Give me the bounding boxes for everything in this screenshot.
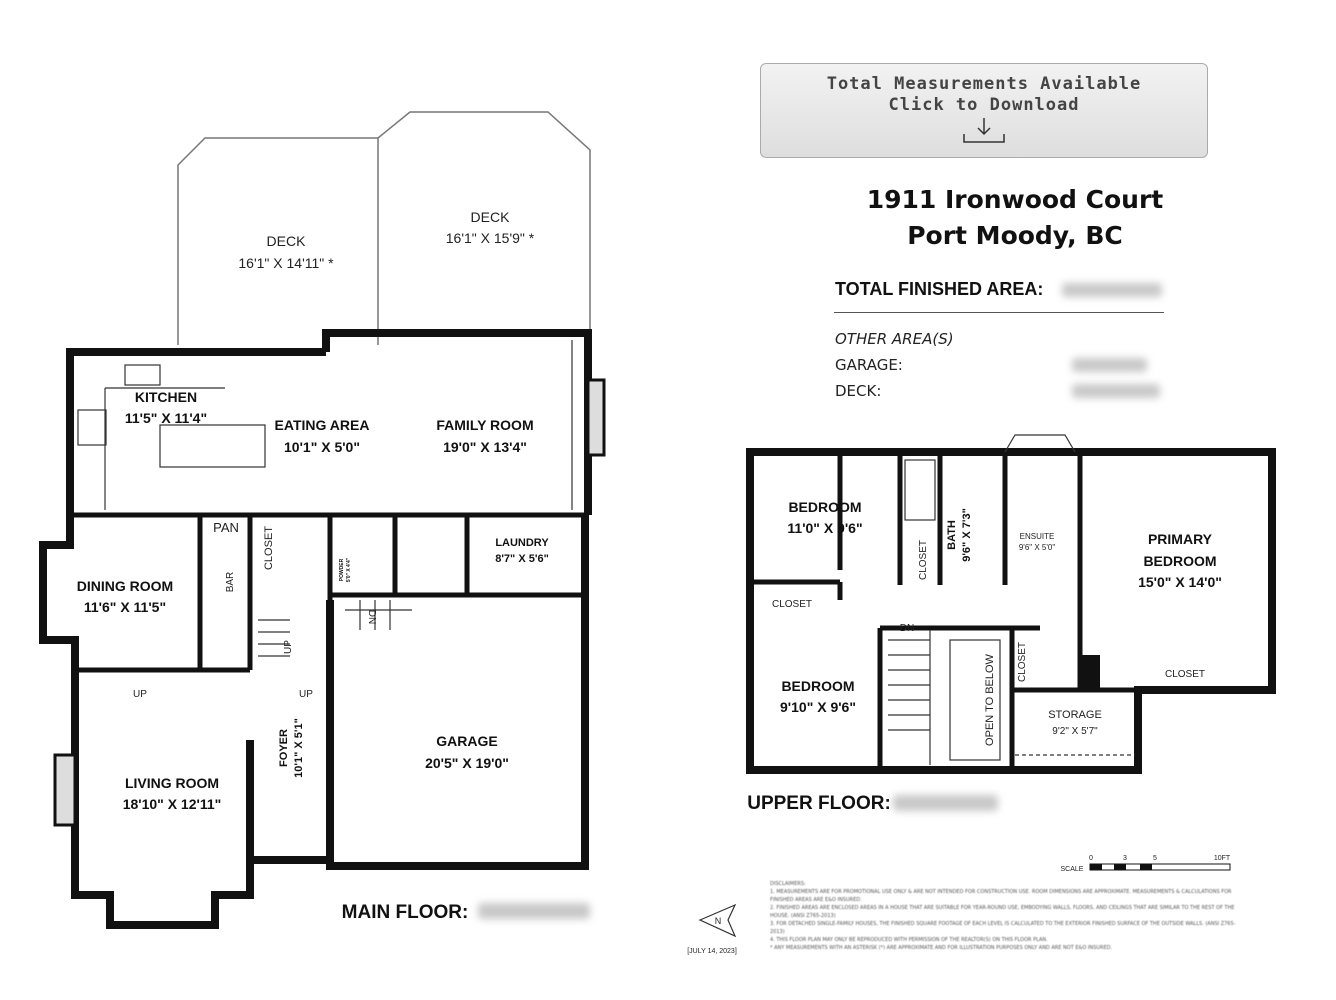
room-name: BEDROOM: [788, 499, 861, 515]
room-name: BEDROOM: [1143, 553, 1216, 569]
room-dims: 11'6" X 11'5": [84, 599, 166, 615]
up-label: UP: [299, 689, 313, 700]
total-finished-area-label: TOTAL FINISHED AREA:: [835, 279, 1044, 299]
room-dims: 16'1" X 14'11" *: [238, 255, 334, 271]
closet-label: CLOSET: [1017, 642, 1028, 682]
disclaimer: DISCLAIMERS: 1. MEASUREMENTS ARE FOR PRO…: [770, 880, 1240, 952]
deck-outlines: [177, 111, 591, 345]
pantry-label: PAN: [213, 520, 239, 535]
deck-area-value-redacted: [1072, 384, 1160, 398]
room-dims: 10'1" X 5'0": [284, 439, 360, 455]
plan-date: [JULY 14, 2023]: [687, 948, 737, 955]
scale-tick: 5: [1153, 855, 1157, 862]
svg-text:N: N: [715, 916, 722, 926]
garage-area-label: GARAGE:: [835, 356, 903, 374]
open-to-below-label: OPEN TO BELOW: [984, 653, 996, 746]
dn-label: DN: [366, 610, 377, 624]
room-name: DECK: [471, 209, 511, 225]
room-name: DINING ROOM: [77, 578, 173, 594]
room-name: BATH: [946, 520, 958, 550]
disclaimer-line: 4. THIS FLOOR PLAN MAY ONLY BE REPRODUCE…: [770, 937, 1048, 943]
room-name: POWDER: [339, 558, 345, 581]
room-name: ENSUITE: [1020, 532, 1055, 541]
main-floor-title: MAIN FLOOR:: [342, 902, 469, 923]
room-dims: 16'1" X 15'9" *: [446, 230, 535, 246]
address-line1: 1911 Ironwood Court: [866, 185, 1164, 214]
scale-label: SCALE: [1061, 866, 1084, 873]
room-dims: 11'0" X 9'6": [787, 520, 862, 536]
scale-bar: SCALE 0 3 5 10FT: [1061, 855, 1231, 873]
main-floor-walls: [39, 329, 606, 929]
scale-tick: 3: [1123, 855, 1127, 862]
room-name: KITCHEN: [135, 389, 197, 405]
download-measurements-button[interactable]: Total Measurements Available Click to Do…: [760, 63, 1208, 158]
room-dims: 9'2" X 5'7": [1052, 726, 1098, 737]
total-area-value-redacted: [1062, 283, 1162, 297]
download-line2: Click to Download: [888, 95, 1080, 115]
scale-tick: 0: [1089, 855, 1093, 862]
disclaimer-line: * ANY MEASUREMENTS WITH AN ASTERISK (*) …: [770, 945, 1113, 951]
room-name: EATING AREA: [275, 417, 370, 433]
download-line1: Total Measurements Available: [826, 74, 1142, 94]
room-dims: 11'5" X 11'4": [125, 410, 207, 426]
main-floor-labels: DECK 16'1" X 14'11" * DECK 16'1" X 15'9"…: [77, 209, 550, 923]
disclaimer-line: 3. FOR DETACHED SINGLE-FAMILY HOUSES, TH…: [770, 921, 1236, 935]
other-areas-label: OTHER AREA(S): [835, 330, 954, 348]
upper-floor-walls: [746, 434, 1276, 774]
room-name: STORAGE: [1048, 709, 1102, 721]
upper-floor-area-redacted: [893, 795, 998, 811]
room-name: DECK: [267, 233, 307, 249]
closet-label: CLOSET: [772, 599, 812, 610]
room-name: PRIMARY: [1148, 531, 1213, 547]
garage-area-value-redacted: [1072, 358, 1147, 372]
room-dims: 9'6" X 7'3": [961, 508, 973, 562]
room-dims: 9'10" X 9'6": [780, 699, 856, 715]
dn-label: DN: [900, 623, 914, 634]
room-dims: 18'10" X 12'11": [123, 796, 222, 812]
room-dims: 8'7" X 5'6": [495, 553, 549, 565]
disclaimer-line: 2. FINISHED AREAS ARE ENCLOSED AREAS IN …: [770, 905, 1235, 919]
disclaimer-title: DISCLAIMERS:: [770, 881, 806, 887]
room-name: LIVING ROOM: [125, 775, 219, 791]
upper-floor-labels: BEDROOM 11'0" X 9'6" BATH 9'6" X 7'3" EN…: [747, 499, 1222, 814]
main-floor-area-redacted: [478, 903, 590, 919]
room-dims: 19'0" X 13'4": [443, 439, 527, 455]
room-name: BEDROOM: [781, 678, 854, 694]
room-name: GARAGE: [436, 733, 497, 749]
room-dims: 9'6" X 5'0": [1019, 543, 1055, 552]
up-label: UP: [283, 640, 294, 654]
bar-label: BAR: [225, 572, 236, 593]
divider: [834, 312, 1164, 313]
up-label: UP: [133, 689, 147, 700]
room-name: FAMILY ROOM: [436, 417, 533, 433]
north-arrow-icon: N: [698, 903, 737, 938]
upper-floor-title: UPPER FLOOR:: [747, 793, 891, 814]
room-dims: 15'0" X 14'0": [1138, 574, 1222, 590]
room-dims: 10'1" X 5'1": [293, 718, 305, 778]
address-line2: Port Moody, BC: [907, 221, 1123, 250]
deck-area-label: DECK:: [835, 382, 882, 400]
room-name: FOYER: [278, 729, 290, 767]
room-dims: 5'0" X 4'4": [346, 557, 352, 582]
disclaimer-line: 1. MEASUREMENTS ARE FOR PROMOTIONAL USE …: [770, 889, 1232, 903]
scale-tick: 10FT: [1214, 855, 1231, 862]
room-name: LAUNDRY: [495, 537, 549, 549]
download-icon: [963, 118, 1005, 143]
closet-label: CLOSET: [918, 540, 929, 580]
closet-label: CLOSET: [263, 526, 275, 570]
room-dims: 20'5" X 19'0": [425, 755, 509, 771]
closet-label: CLOSET: [1165, 669, 1205, 680]
